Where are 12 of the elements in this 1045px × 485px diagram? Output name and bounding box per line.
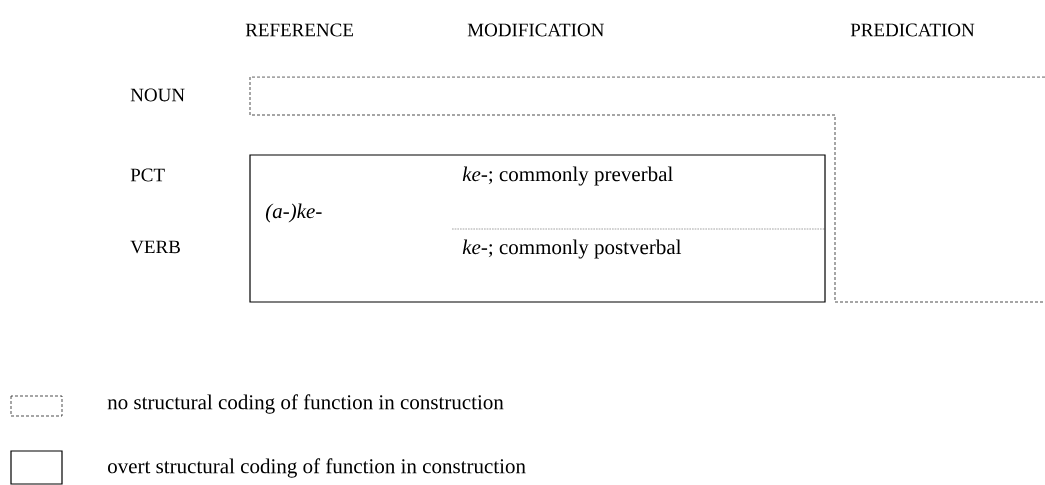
row-label: PCT bbox=[130, 168, 165, 182]
column-heading: PREDICATION bbox=[850, 23, 975, 37]
column-heading: REFERENCE bbox=[245, 23, 353, 37]
cell-text: ke-; commonly postverbal bbox=[462, 239, 682, 259]
row-label: NOUN bbox=[130, 88, 185, 102]
row-label: VERB bbox=[130, 240, 180, 254]
cell-text: ke-; commonly preverbal bbox=[462, 166, 673, 186]
dashed-outline bbox=[249, 76, 1045, 303]
legend-text: no structural coding of function in construction bbox=[107, 394, 504, 414]
legend-text: overt structural coding of function in construction bbox=[108, 458, 526, 478]
cell-text: (a-)ke- bbox=[265, 203, 322, 223]
column-heading: MODIFICATION bbox=[467, 23, 604, 37]
